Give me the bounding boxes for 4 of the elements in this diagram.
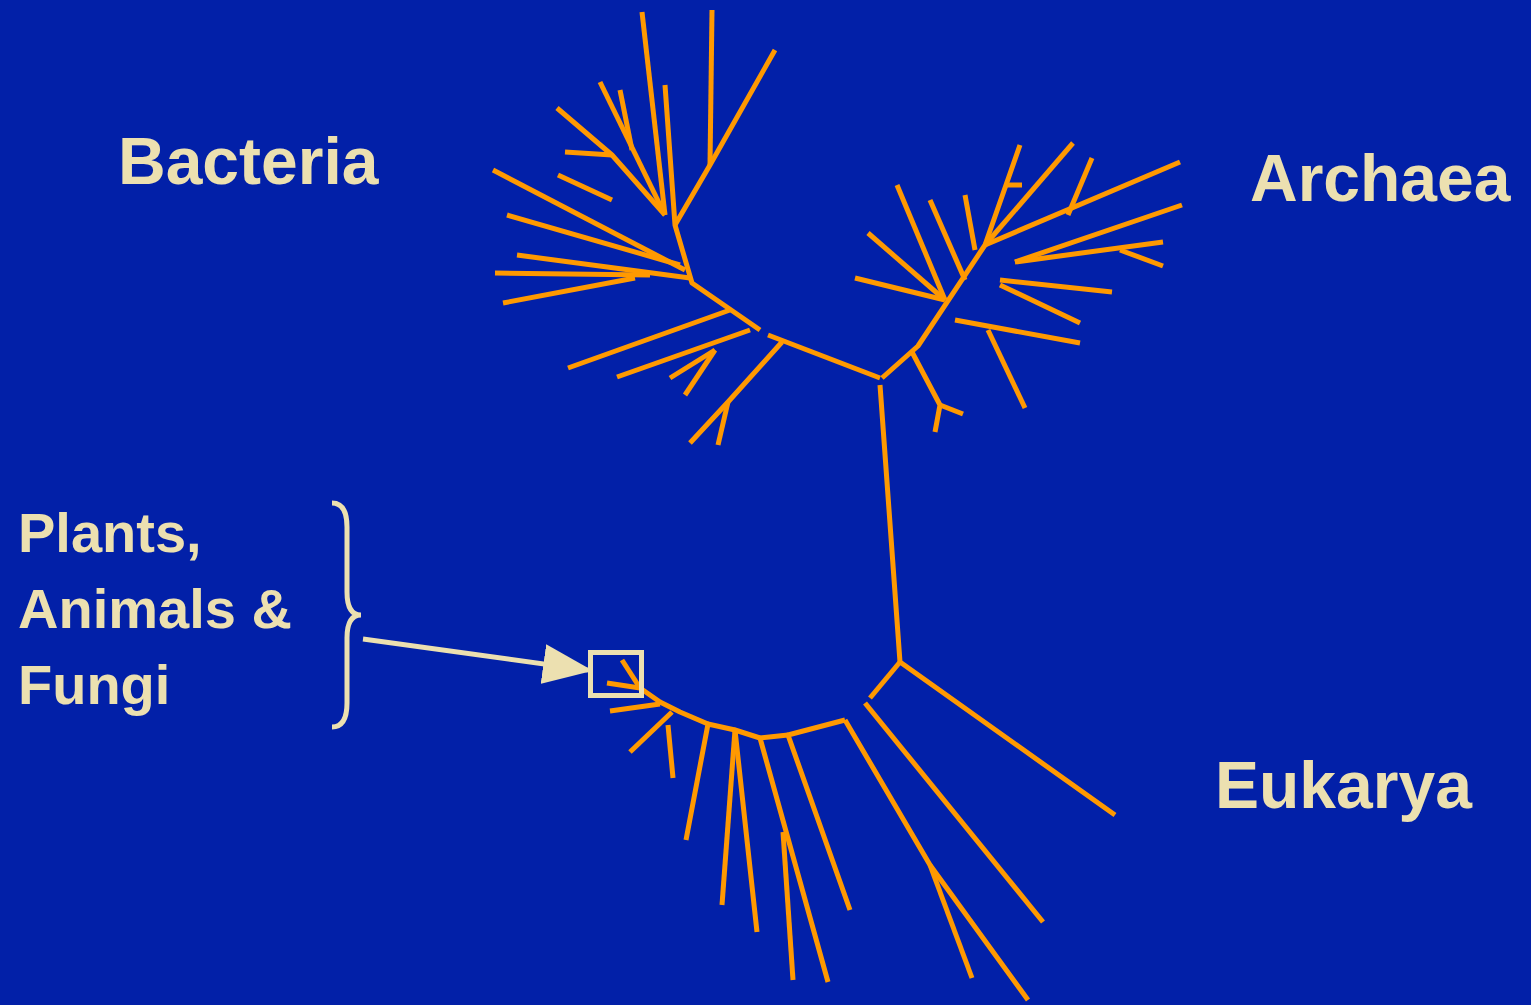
domain-label: Bacteria [118, 128, 379, 194]
domain-label: Archaea [1250, 145, 1511, 211]
group-label: Plants, Animals & Fungi [18, 500, 293, 718]
highlight-box [588, 650, 644, 698]
